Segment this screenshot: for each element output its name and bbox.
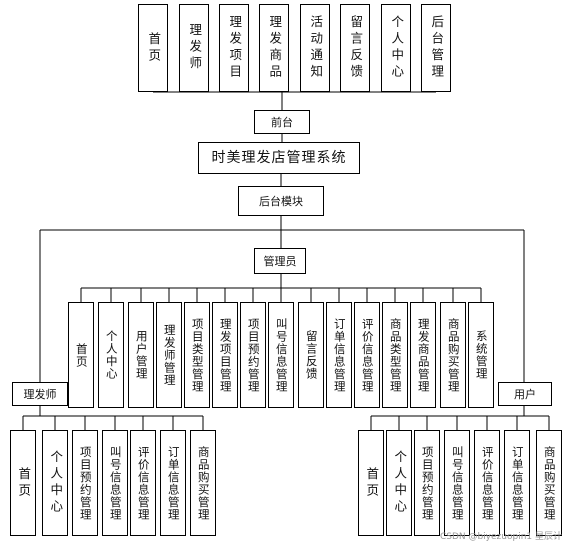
- barber-node: 理发师: [12, 382, 68, 406]
- admin-module-appointment-manage: 项目预约管理: [240, 302, 266, 408]
- barber-module-goods-purchase-manage: 商品购买管理: [190, 430, 216, 536]
- user-module-personal-center: 个人中心: [386, 430, 412, 536]
- user-module-queue-manage: 叫号信息管理: [444, 430, 470, 536]
- admin-module-queue-manage: 叫号信息管理: [268, 302, 294, 408]
- barber-module-appointment-manage: 项目预约管理: [72, 430, 98, 536]
- front-module-backend-manage: 后台管理: [421, 4, 451, 92]
- barber-module-queue-manage: 叫号信息管理: [102, 430, 128, 536]
- admin-module-message-feedback: 留言反馈: [298, 302, 324, 408]
- user-module-goods-purchase-manage: 商品购买管理: [536, 430, 562, 536]
- user-node: 用户: [498, 382, 552, 406]
- barber-module-order-manage: 订单信息管理: [160, 430, 186, 536]
- admin-module-hair-goods-manage: 理发商品管理: [410, 302, 436, 408]
- user-module-review-manage: 评价信息管理: [474, 430, 500, 536]
- admin-module-order-manage: 订单信息管理: [326, 302, 352, 408]
- watermark: CSDN @biyezuopin1 星辰计: [439, 532, 562, 542]
- admin-module-review-manage: 评价信息管理: [354, 302, 380, 408]
- admin-node: 管理员: [254, 248, 306, 274]
- admin-module-barber-manage: 理发师管理: [156, 302, 182, 408]
- front-module-message-feedback: 留言反馈: [340, 4, 370, 92]
- front-module-activity-notice: 活动通知: [300, 4, 330, 92]
- admin-module-home: 首页: [68, 302, 94, 408]
- barber-module-personal-center: 个人中心: [42, 430, 68, 536]
- barber-module-review-manage: 评价信息管理: [130, 430, 156, 536]
- admin-module-goods-purchase-manage: 商品购买管理: [440, 302, 466, 408]
- user-module-order-manage: 订单信息管理: [504, 430, 530, 536]
- admin-module-system-manage: 系统管理: [468, 302, 494, 408]
- admin-module-goods-type-manage: 商品类型管理: [382, 302, 408, 408]
- backend-node: 后台模块: [238, 186, 324, 216]
- front-module-barber: 理发师: [179, 4, 209, 92]
- front-module-home: 首页: [138, 4, 168, 92]
- admin-module-hair-item-manage: 理发项目管理: [212, 302, 238, 408]
- front-module-hair-goods: 理发商品: [259, 4, 289, 92]
- front-module-hair-items: 理发项目: [219, 4, 249, 92]
- admin-module-personal-center: 个人中心: [98, 302, 124, 408]
- front-node: 前台: [254, 110, 310, 134]
- user-module-home: 首页: [358, 430, 384, 536]
- system-title-node: 时美理发店管理系统: [198, 142, 360, 174]
- admin-module-item-type-manage: 项目类型管理: [184, 302, 210, 408]
- front-module-personal-center: 个人中心: [381, 4, 411, 92]
- user-module-appointment-manage: 项目预约管理: [414, 430, 440, 536]
- admin-module-user-manage: 用户管理: [128, 302, 154, 408]
- barber-module-home: 首页: [10, 430, 36, 536]
